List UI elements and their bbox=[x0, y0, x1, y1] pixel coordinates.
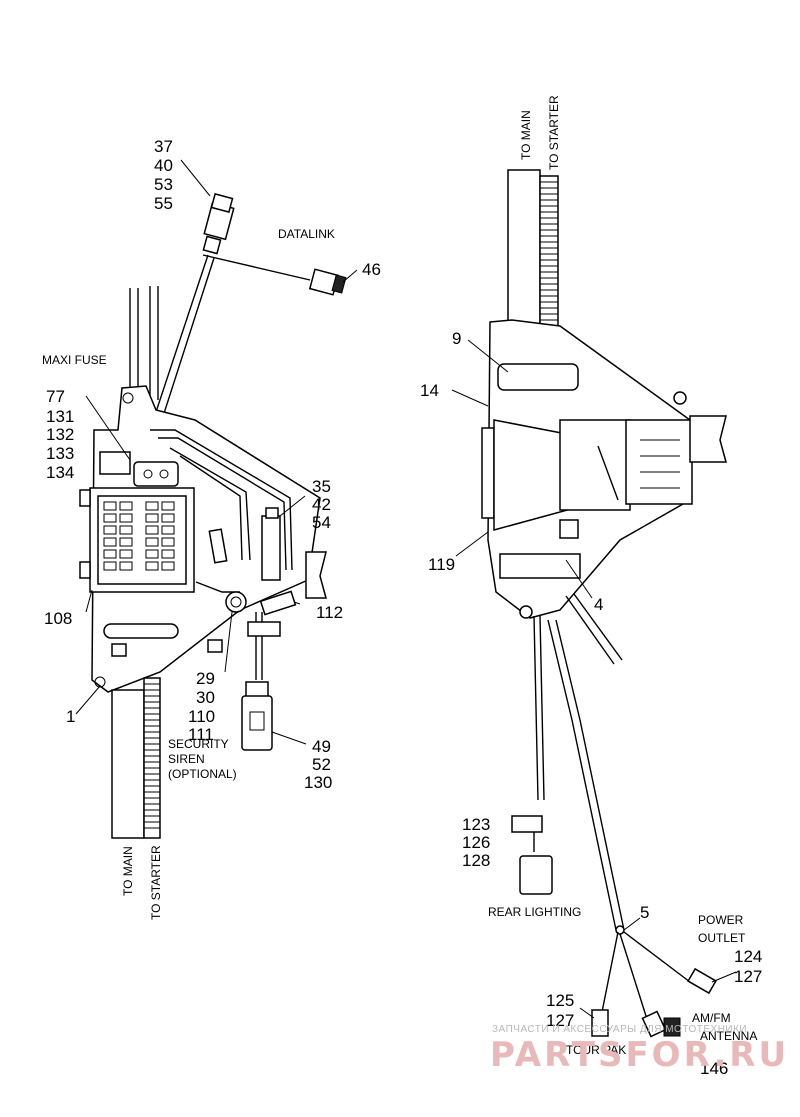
label-124: 124 bbox=[734, 947, 762, 966]
label-49: 49 bbox=[312, 737, 331, 756]
label-132: 132 bbox=[46, 425, 74, 444]
label-35: 35 bbox=[312, 477, 331, 496]
label-112: 112 bbox=[316, 603, 343, 622]
left-main-tube bbox=[111, 689, 145, 839]
label-tour-pak: TOUR PAK bbox=[566, 1043, 626, 1057]
relay-35 bbox=[261, 515, 281, 581]
label-108: 108 bbox=[44, 609, 72, 628]
label-123: 123 bbox=[462, 815, 490, 834]
label-maxi-fuse: MAXI FUSE bbox=[42, 353, 107, 367]
power-outlet-connector bbox=[687, 967, 717, 995]
label-125: 125 bbox=[546, 991, 574, 1010]
left-harness-assembly bbox=[75, 159, 358, 839]
connector-37 bbox=[202, 192, 235, 255]
siren-grommet bbox=[247, 621, 281, 637]
label-54: 54 bbox=[312, 513, 331, 532]
label-right-to-main: TO MAIN bbox=[519, 110, 533, 160]
fuse-block bbox=[79, 487, 195, 593]
label-9: 9 bbox=[452, 329, 461, 348]
label-133: 133 bbox=[46, 444, 74, 463]
label-1: 1 bbox=[66, 707, 75, 726]
watermark-logo: PARTSFOR.RU bbox=[490, 1035, 789, 1075]
connector-49 bbox=[241, 681, 273, 751]
label-security-siren-3: (OPTIONAL) bbox=[168, 767, 237, 781]
label-46: 46 bbox=[362, 260, 381, 279]
label-14: 14 bbox=[420, 381, 439, 400]
label-77: 77 bbox=[46, 387, 65, 406]
label-29: 29 bbox=[196, 669, 215, 688]
label-right-to-starter: TO STARTER bbox=[547, 95, 561, 170]
label-146: 146 bbox=[700, 1059, 728, 1078]
label-40: 40 bbox=[154, 156, 173, 175]
label-134: 134 bbox=[46, 463, 74, 482]
label-131: 131 bbox=[46, 407, 74, 426]
rear-lighting-connector bbox=[511, 815, 553, 895]
label-left-to-starter: TO STARTER bbox=[149, 845, 163, 920]
tour-pak-connector bbox=[591, 1009, 609, 1037]
left-starter-conduit bbox=[143, 677, 161, 839]
maxi-fuse bbox=[99, 451, 179, 487]
grommet-29 bbox=[225, 591, 247, 613]
label-52: 52 bbox=[312, 755, 331, 774]
watermark-line1: ЗАПЧАСТИ И АКСЕССУАРЫ ДЛЯ МОТОТЕХНИКИ bbox=[492, 1024, 747, 1035]
right-harness-assembly bbox=[451, 169, 737, 1038]
antenna-connector bbox=[641, 1010, 681, 1038]
connector-46 bbox=[308, 268, 347, 296]
label-130: 130 bbox=[304, 773, 332, 792]
label-126: 126 bbox=[462, 833, 490, 852]
mount-bracket-112 bbox=[305, 551, 327, 599]
label-127-b: 127 bbox=[546, 1011, 574, 1030]
label-datalink: DATALINK bbox=[278, 227, 335, 241]
label-amfm-1: AM/FM bbox=[692, 1011, 731, 1025]
label-security-siren-1: SECURITY bbox=[168, 737, 229, 751]
label-left-to-main: TO MAIN bbox=[121, 846, 135, 896]
label-rear-lighting: REAR LIGHTING bbox=[488, 905, 581, 919]
label-4: 4 bbox=[594, 595, 603, 614]
label-55: 55 bbox=[154, 194, 173, 213]
label-119: 119 bbox=[428, 555, 455, 574]
label-128: 128 bbox=[462, 851, 490, 870]
label-power-outlet-1: POWER bbox=[698, 913, 744, 927]
part-labels: 37 40 53 55 DATALINK 46 MAXI FUSE 77 131… bbox=[42, 95, 762, 1078]
label-111: 111 bbox=[188, 725, 214, 744]
label-30: 30 bbox=[196, 688, 215, 707]
label-power-outlet-2: OUTLET bbox=[698, 931, 746, 945]
watermark: ЗАПЧАСТИ И АКСЕССУАРЫ ДЛЯ МОТОТЕХНИКИ PA… bbox=[490, 1024, 789, 1075]
label-42: 42 bbox=[312, 495, 331, 514]
label-security-siren-2: SIREN bbox=[168, 752, 205, 766]
label-37: 37 bbox=[154, 137, 173, 156]
label-amfm-2: ANTENNA bbox=[700, 1029, 757, 1043]
label-127-a: 127 bbox=[734, 967, 762, 986]
label-5: 5 bbox=[640, 903, 649, 922]
label-53: 53 bbox=[154, 175, 173, 194]
label-110: 110 bbox=[188, 707, 215, 726]
